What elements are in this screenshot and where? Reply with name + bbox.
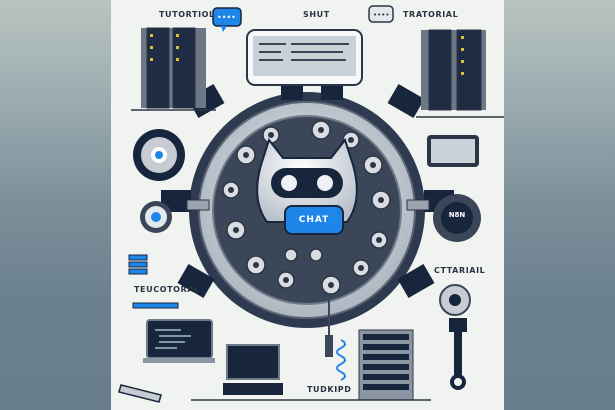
- database-stack-icon: [128, 254, 148, 275]
- gear-icon: [433, 194, 481, 242]
- gear-icon: [439, 284, 471, 316]
- svg-text:••••: ••••: [373, 11, 390, 19]
- laptop-code-icon: [143, 319, 215, 363]
- label-top-left: TUTORTIOL: [159, 10, 215, 19]
- laptop-code-icon: [223, 344, 283, 395]
- gear-icon: [140, 201, 172, 233]
- label-top-center: SHUT: [303, 10, 330, 19]
- label-mid-right: CTTARIAIL: [434, 266, 486, 275]
- chat-bubble-icon: ••••: [212, 7, 242, 32]
- server-rack-icon: [416, 29, 504, 118]
- chat-window-icon: [246, 29, 363, 86]
- n8n-gear-label: N8N: [448, 211, 466, 219]
- label-bottom-center: TUDKIPD: [307, 385, 352, 394]
- plug-icon: [325, 300, 333, 357]
- server-rack-icon: [131, 27, 216, 111]
- label-top-right: TRATORIAL: [403, 10, 459, 19]
- chat-bubble-icon: ••••: [368, 5, 394, 23]
- gear-icon: [133, 129, 185, 181]
- label-mid-left: TEUCOTORAL: [134, 285, 200, 294]
- wrench-icon: [118, 302, 179, 403]
- database-stack-icon: [358, 329, 414, 401]
- spring-icon: [336, 339, 346, 381]
- svg-text:••••: ••••: [217, 13, 236, 22]
- wrench-icon: [449, 318, 467, 390]
- chat-badge: CHAT: [284, 205, 344, 235]
- robot-head-icon: [256, 137, 358, 223]
- monitor-icon: [427, 135, 479, 167]
- illustration-canvas: •••• ••••: [111, 0, 504, 410]
